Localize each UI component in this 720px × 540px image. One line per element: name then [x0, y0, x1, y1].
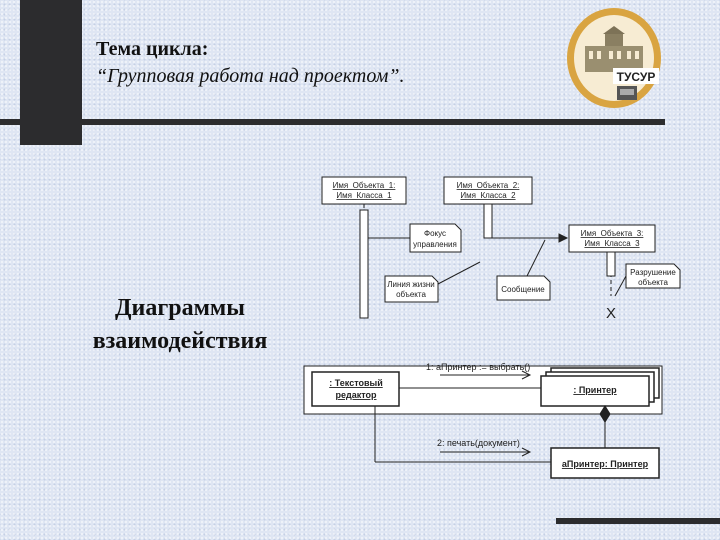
note-destroy-connector — [614, 275, 627, 297]
note-destroy-line-2: объекта — [638, 278, 668, 287]
note-lifeline-line-2: объекта — [396, 290, 426, 299]
printer-box — [540, 375, 650, 407]
object-3-class: Имя_Класса_3 — [584, 239, 640, 248]
note-lifeline — [384, 275, 439, 303]
msg2-label: 2: печать(документ) — [437, 438, 520, 448]
note-lifeline-line-1: Линия жизни — [387, 280, 435, 289]
section-heading-line-2: взаимодействия — [92, 328, 268, 354]
note-message — [496, 275, 551, 301]
activation-3 — [606, 251, 616, 277]
section-heading-line-1: Диаграммы — [114, 295, 246, 321]
collaboration-diagram — [303, 365, 663, 479]
printer-label: : Принтер — [573, 385, 617, 395]
section-heading: Диаграммы взаимодействия — [70, 292, 290, 358]
object-1-name: Имя_Объекта_1: — [333, 181, 396, 190]
sequence-diagram — [321, 176, 681, 319]
object-2-class: Имя_Класса_2 — [460, 191, 516, 200]
aprinter-label: аПринтер: Принтер — [562, 459, 649, 469]
note-lifeline-connector — [437, 261, 481, 285]
message-arrowhead — [558, 233, 569, 243]
note-focus — [409, 223, 462, 253]
note-message-text: Сообщение — [501, 285, 545, 294]
editor-box — [311, 371, 400, 407]
decor-horizontal-rule — [0, 119, 665, 125]
object-1-class: Имя_Класса_1 — [336, 191, 392, 200]
note-focus-line-1: Фокус — [424, 229, 446, 238]
object-3-name: Имя_Объекта_3: — [581, 229, 644, 238]
slide-title: Тема цикла: “Групповая работа над проект… — [96, 36, 404, 90]
object-box-3 — [568, 224, 656, 253]
note-destroy — [625, 263, 681, 289]
destroy-mark: X — [606, 305, 616, 322]
editor-line-1: : Текстовый — [329, 378, 382, 388]
sequence-labels: Имя_Объекта_1: Имя_Класса_1 Имя_Объекта_… — [333, 181, 677, 322]
title-line-1: Тема цикла: — [96, 38, 209, 60]
object-2-name: Имя_Объекта_2: — [457, 181, 520, 190]
activation-1 — [359, 209, 369, 319]
aprinter-box — [550, 447, 660, 479]
tusur-logo: ТУСУР — [567, 8, 661, 108]
msg1-arrowhead — [521, 370, 532, 380]
note-focus-line-2: управления — [413, 240, 457, 249]
decor-bottom-rule — [556, 518, 720, 524]
collaboration-labels: : Текстовый редактор : Принтер аПринтер:… — [329, 362, 648, 469]
msg1-label: 1: аПринтер := выбрать() — [426, 362, 530, 372]
editor-line-2: редактор — [335, 390, 377, 400]
activation-2 — [483, 203, 493, 239]
note-message-connector — [526, 239, 546, 277]
logo-text: ТУСУР — [617, 70, 656, 84]
composition-diamond — [599, 405, 611, 423]
title-line-2: “Групповая работа над проектом”. — [96, 65, 405, 87]
building-icon — [585, 26, 643, 72]
msg2-arrowhead — [521, 447, 532, 457]
note-destroy-line-1: Разрушение — [630, 268, 676, 277]
